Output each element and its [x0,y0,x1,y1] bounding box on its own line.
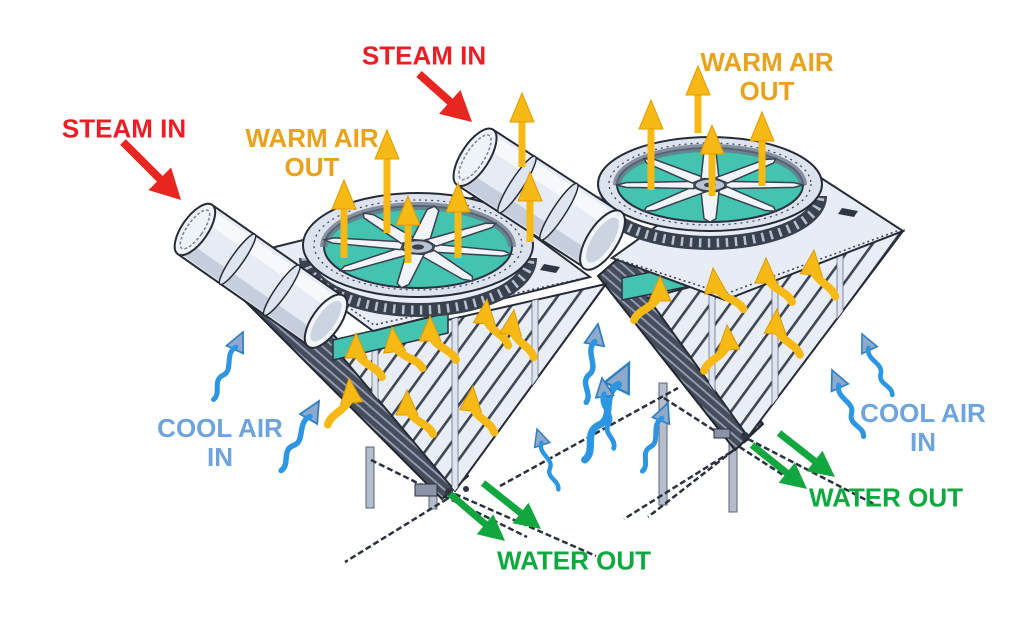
label-steam-in-left: STEAM IN [61,113,187,144]
deck-vent [838,208,858,217]
support-leg [365,446,375,509]
label-cool-air-in-right: COOL AIR IN [860,398,986,457]
cross-brace [623,450,732,521]
fan-ring-shadow [320,202,516,248]
steam-in-arrow-left [120,139,193,212]
fan-blades [323,206,513,289]
cross-brace [747,437,875,506]
fan-blades [617,148,803,222]
deck-vent [540,264,560,273]
deck-rivet-line [268,251,585,326]
warm-air-out-arrows-right [509,65,775,196]
label-cool-air-in-left: COOL AIR IN [157,413,283,472]
steam-duct-left [173,202,349,349]
label-warm-air-out-right: WARM AIR OUT [700,47,834,106]
drain-fitting [463,486,469,492]
cross-brace [344,492,456,564]
drain-fitting [741,432,749,440]
label-warm-air-out-left: WARM AIR OUT [245,123,379,182]
label-steam-in-top: STEAM IN [361,40,487,71]
condensate-header [414,483,438,497]
fan-ring-grid [595,195,825,248]
condensate-header [713,428,731,439]
label-water-out-left: WATER OUT [496,545,652,576]
support-leg [658,382,668,506]
fan-ring-bolts [313,199,523,291]
water-out-arrows-left [447,480,550,551]
water-out-arrows-right [749,430,844,500]
deck-rivet-line [616,230,898,295]
cross-brace [647,438,749,518]
label-water-out-right: WATER OUT [808,482,964,513]
steam-in-arrow-top [416,71,483,134]
cross-brace [370,458,528,539]
warm-air-out-arrows-left [331,129,543,263]
condenser-unit-left [173,192,679,564]
